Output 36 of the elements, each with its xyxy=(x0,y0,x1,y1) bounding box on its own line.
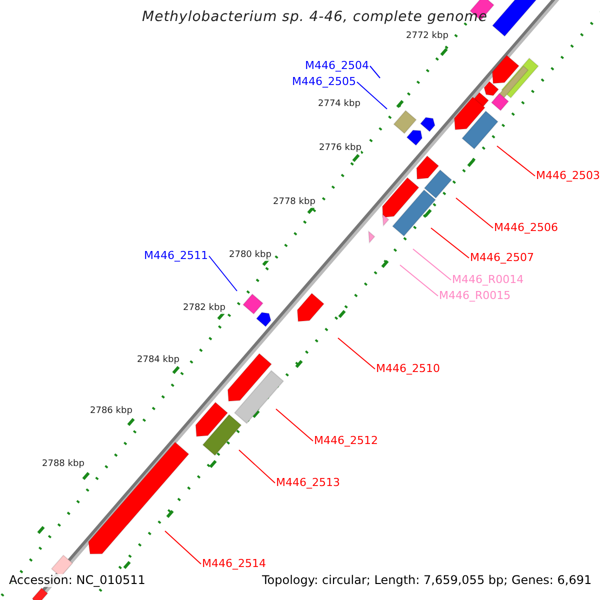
scale-label: 2780 kbp xyxy=(229,251,272,261)
scale-label: 2778 kbp xyxy=(273,198,316,208)
gene-label: M446_2511 xyxy=(144,250,208,262)
gene-label: M446_R0014 xyxy=(452,274,524,286)
leader-line xyxy=(238,450,276,484)
leader-line xyxy=(356,82,388,110)
gene-label: M446_2507 xyxy=(470,252,534,264)
scale-label: 2786 kbp xyxy=(90,407,132,417)
leader-line xyxy=(412,248,452,280)
leader-line xyxy=(208,256,238,292)
leader-line xyxy=(400,264,438,296)
leader-line xyxy=(496,146,536,176)
gene-label: M446_R0015 xyxy=(439,290,511,302)
gene-label: M446_2512 xyxy=(314,435,378,448)
accession-text: Accession: NC_010511 xyxy=(9,574,146,588)
leader-line xyxy=(276,408,314,442)
leader-line xyxy=(370,66,380,78)
gene-label: M446_2506 xyxy=(494,222,558,234)
map-title: Methylobacterium sp. 4-46, complete genome xyxy=(142,10,488,26)
genome-info-text: Topology: circular; Length: 7,659,055 bp; Genes: 6,691 xyxy=(262,574,592,588)
leader-line xyxy=(456,198,494,228)
scale-label: 2784 kbp xyxy=(137,356,180,366)
gene-label: M446_2513 xyxy=(276,477,340,490)
gene-label: M446_2514 xyxy=(202,558,266,570)
scale-label: 2776 kbp xyxy=(319,144,362,154)
scale-label: 2782 kbp xyxy=(183,304,226,314)
gene-label: M446_2504 xyxy=(305,60,369,72)
gene-label: M446_2503 xyxy=(536,170,600,182)
scale-label: 2774 kbp xyxy=(318,100,360,110)
leader-line xyxy=(430,228,470,258)
scale-label: 2772 kbp xyxy=(406,32,448,42)
leader-line xyxy=(164,530,202,564)
leader-line xyxy=(338,338,376,370)
gene-label: M446_2510 xyxy=(376,363,440,376)
gene-label: M446_2505 xyxy=(292,76,356,88)
scale-label: 2788 kbp xyxy=(42,460,84,470)
